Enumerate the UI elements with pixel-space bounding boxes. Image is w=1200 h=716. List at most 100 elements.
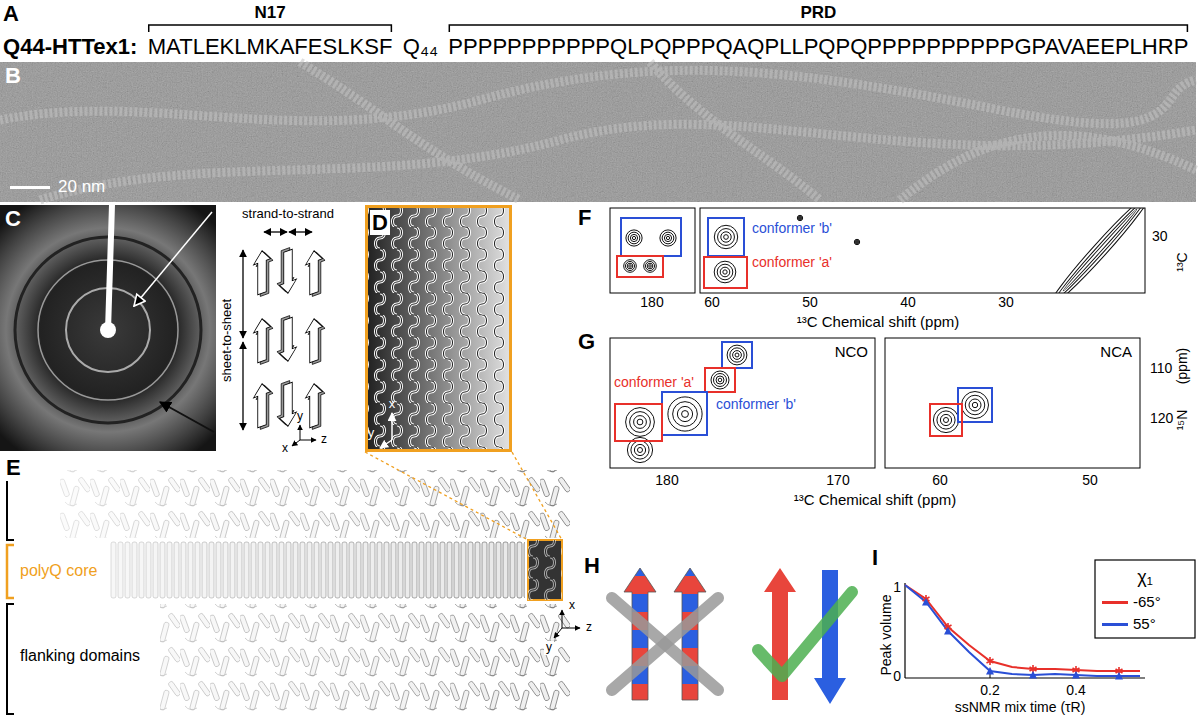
art-use bbox=[277, 378, 297, 430]
art-use bbox=[711, 371, 729, 389]
text-label: 30 bbox=[1152, 228, 1168, 244]
art-rect bbox=[528, 540, 562, 600]
art-use bbox=[797, 215, 802, 220]
art-rect bbox=[528, 540, 562, 600]
art-use bbox=[306, 380, 326, 432]
art-rect bbox=[1095, 560, 1195, 638]
art-rect bbox=[704, 257, 747, 288]
art-rect bbox=[617, 256, 663, 277]
text-label: 60 bbox=[932, 472, 948, 488]
art-line bbox=[380, 440, 392, 448]
art-rect bbox=[615, 404, 662, 441]
art-rect bbox=[700, 208, 1145, 293]
art-line bbox=[134, 212, 212, 306]
sequence-text: MATLEKLMKAFESLKSF bbox=[148, 34, 393, 59]
text-label: 180 bbox=[655, 472, 678, 488]
panel-letter: E bbox=[4, 455, 23, 480]
text-label: conformer 'a' bbox=[752, 254, 832, 270]
art-use bbox=[922, 598, 930, 606]
panel-letter: F bbox=[578, 205, 591, 230]
text-label: y bbox=[368, 426, 375, 441]
art-use bbox=[1115, 672, 1123, 680]
legend-swatch bbox=[1102, 601, 1128, 604]
text-label: 50 bbox=[802, 294, 818, 310]
art-path bbox=[900, 135, 1196, 200]
art-use bbox=[986, 667, 994, 675]
text-label: 50 bbox=[1082, 472, 1098, 488]
art-path bbox=[758, 592, 852, 676]
art-use bbox=[933, 407, 958, 432]
art-use bbox=[626, 230, 642, 246]
art-line bbox=[160, 402, 214, 432]
art-rect bbox=[885, 338, 1140, 468]
art-rect bbox=[705, 368, 735, 392]
domain-label: PRD bbox=[800, 3, 836, 23]
text-label: ¹³C Chemical shift (ppm) bbox=[797, 313, 960, 330]
art-use bbox=[854, 239, 859, 244]
domain-bracket bbox=[449, 25, 1187, 32]
art-ellipse bbox=[1045, 208, 1145, 293]
art-ellipse bbox=[1062, 208, 1138, 292]
art-use bbox=[277, 245, 297, 297]
art-rect bbox=[621, 218, 681, 256]
art-rect bbox=[10, 186, 50, 189]
art-rect bbox=[0, 62, 1196, 202]
art-rect bbox=[610, 208, 695, 293]
art-use bbox=[668, 397, 702, 431]
text-label: x bbox=[389, 397, 396, 412]
closeup-frame: D bbox=[365, 205, 512, 452]
text-label: 40 bbox=[900, 294, 916, 310]
art-rect bbox=[0, 205, 216, 451]
text-label: polyQ core bbox=[18, 562, 99, 580]
art-ellipse bbox=[1053, 208, 1145, 293]
domain-label: N17 bbox=[254, 3, 285, 23]
sequence-text: Q44-HTTex1: bbox=[3, 34, 137, 59]
art-path bbox=[7, 604, 14, 714]
art-rect bbox=[958, 388, 992, 422]
art-line bbox=[905, 677, 1145, 678]
art-rect bbox=[610, 338, 875, 468]
text-label: 170 bbox=[826, 472, 849, 488]
art-line bbox=[562, 610, 563, 628]
art-use bbox=[714, 261, 736, 283]
art-use bbox=[727, 345, 747, 365]
art-line bbox=[365, 452, 528, 540]
text-label: strand-to-strand bbox=[242, 207, 334, 222]
panel-letter: I bbox=[872, 545, 878, 570]
art-use bbox=[962, 392, 989, 419]
art-rect bbox=[110, 540, 525, 600]
art-rect bbox=[365, 205, 512, 452]
text-label: Peak volume bbox=[878, 595, 894, 676]
art-use bbox=[1072, 671, 1080, 679]
art-line bbox=[300, 440, 316, 441]
art-line bbox=[562, 628, 580, 629]
art-use bbox=[660, 230, 676, 246]
art-circle bbox=[100, 322, 116, 338]
text-label: 0.2 bbox=[980, 682, 999, 698]
art-rect bbox=[160, 604, 570, 714]
art-path bbox=[300, 62, 520, 200]
legend-text: -65° bbox=[1133, 593, 1161, 610]
text-label: 120 bbox=[1150, 410, 1173, 426]
art-g bbox=[0, 62, 1196, 200]
text-label: conformer 'b' bbox=[716, 396, 796, 412]
panel-letter: B bbox=[5, 63, 21, 88]
art-rect bbox=[930, 404, 962, 436]
decay-plot bbox=[905, 560, 1195, 680]
text-label: 20 nm bbox=[58, 177, 105, 197]
art-line bbox=[990, 674, 991, 678]
art-use bbox=[306, 247, 326, 299]
text-label: 1 bbox=[893, 579, 901, 595]
art-line bbox=[242, 342, 243, 430]
text-label: z bbox=[321, 433, 327, 447]
art-line bbox=[904, 583, 905, 678]
sequence-text: Q₄₄ bbox=[403, 34, 438, 59]
text-label: 30 bbox=[998, 294, 1014, 310]
nmr-spectrum-2d bbox=[610, 338, 1140, 468]
text-label: 0 bbox=[893, 668, 901, 684]
art-line bbox=[289, 231, 312, 232]
text-label: 180 bbox=[640, 294, 663, 310]
art-use bbox=[277, 313, 297, 365]
art-use bbox=[624, 260, 637, 273]
